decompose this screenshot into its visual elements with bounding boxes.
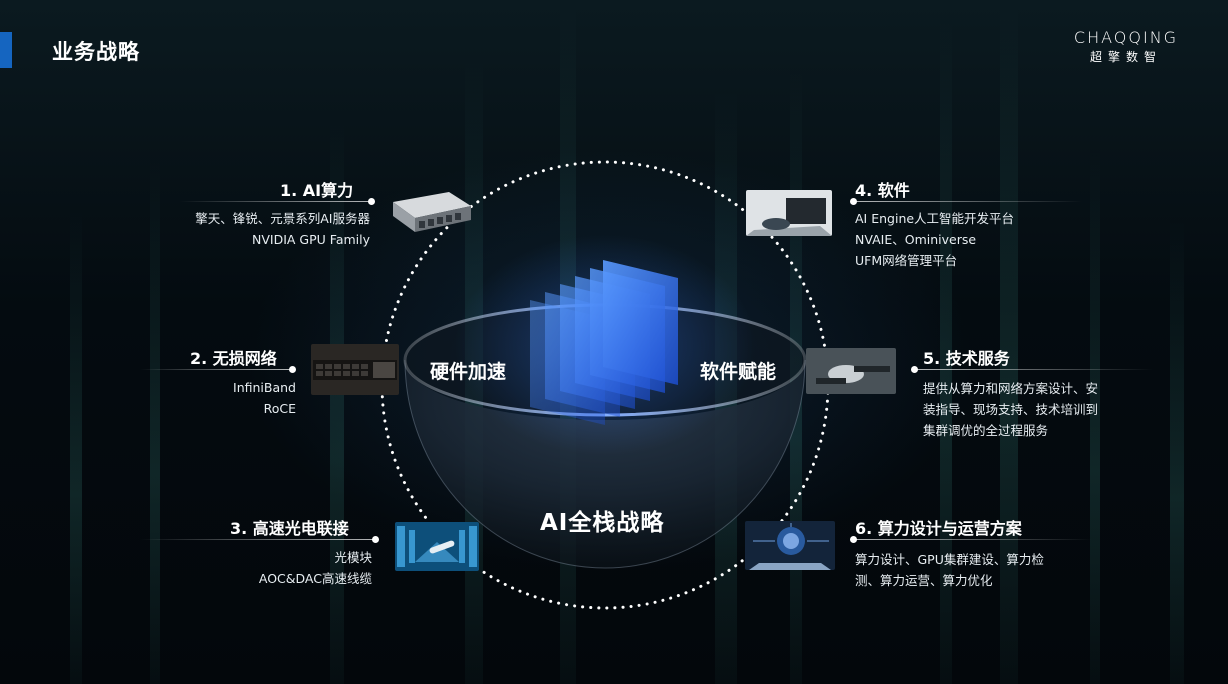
handshake-service-image: [806, 348, 896, 394]
bg-bar: [330, 120, 344, 684]
item-4-line: [856, 201, 1082, 202]
ai-full-stack-label: AI全栈战略: [540, 510, 665, 536]
desc-line: 算力设计、GPU集群建设、算力检: [855, 552, 1044, 567]
desc-line: 提供从算力和网络方案设计、安: [923, 381, 1099, 396]
desc-line: 测、算力运营、算力优化: [855, 573, 993, 588]
item-6-line: [856, 539, 1092, 540]
item-3-desc: 光模块 AOC&DAC高速线缆: [200, 547, 372, 589]
item-6-desc: 算力设计、GPU集群建设、算力检 测、算力运营、算力优化: [855, 549, 1044, 591]
bg-bar: [1170, 220, 1184, 684]
item-2-title: 2. 无损网络: [190, 349, 277, 368]
laptop-typing-image: [746, 190, 832, 236]
item-5-dot: [911, 366, 918, 373]
desc-line: NVAIE、Ominiverse: [855, 232, 977, 247]
item-2-desc: InfiniBand RoCE: [150, 377, 296, 419]
desc-line: InfiniBand: [233, 380, 296, 395]
hardware-acceleration-label: 硬件加速: [430, 361, 507, 383]
cloud-laptop-image: [745, 521, 835, 570]
software-empowerment-label: 软件赋能: [700, 361, 777, 383]
item-3-line: [140, 539, 374, 540]
company-logo: CHAQQING 超擎数智: [1064, 28, 1188, 65]
bg-bar: [1000, 0, 1018, 684]
bg-bar: [1090, 150, 1100, 684]
item-4-desc: AI Engine人工智能开发平台 NVAIE、Ominiverse UFM网络…: [855, 208, 1014, 271]
network-switch-image: [311, 344, 399, 395]
desc-line: UFM网络管理平台: [855, 253, 958, 268]
desc-line: 擎天、锋锐、元景系列AI服务器: [195, 211, 370, 226]
logo-english: CHAQQING: [1073, 28, 1179, 47]
item-5-title: 5. 技术服务: [923, 349, 1010, 368]
layers-icon: [530, 260, 678, 425]
item-1-dot: [368, 198, 375, 205]
item-6-dot: [850, 536, 857, 543]
item-1-desc: 擎天、锋锐、元景系列AI服务器 NVIDIA GPU Family: [150, 208, 370, 250]
item-3-dot: [372, 536, 379, 543]
server-rack-image: [393, 192, 471, 232]
item-4-dot: [850, 198, 857, 205]
item-6-title: 6. 算力设计与运营方案: [855, 519, 1022, 538]
desc-line: AOC&DAC高速线缆: [258, 571, 372, 586]
data-center-cable-image: [395, 522, 479, 571]
item-2-dot: [289, 366, 296, 373]
item-5-desc: 提供从算力和网络方案设计、安 装指导、现场支持、技术培训到 集群调优的全过程服务: [923, 378, 1098, 441]
page-title: 业务战略: [52, 40, 140, 64]
bg-bar: [70, 210, 82, 684]
logo-chinese: 超擎数智: [1089, 50, 1162, 64]
item-3-title: 3. 高速光电联接: [230, 519, 349, 538]
item-4-title: 4. 软件: [855, 181, 910, 200]
item-2-line: [140, 369, 290, 370]
desc-line: 装指导、现场支持、技术培训到: [923, 402, 1099, 417]
bg-bar: [150, 160, 160, 684]
item-1-line: [180, 201, 370, 202]
desc-line: RoCE: [263, 401, 296, 416]
bg-bar: [940, 20, 952, 684]
item-1-title: 1. AI算力: [280, 181, 354, 200]
desc-line: AI Engine人工智能开发平台: [855, 211, 1015, 226]
desc-line: 集群调优的全过程服务: [923, 423, 1049, 438]
desc-line: 光模块: [334, 550, 372, 565]
title-accent-bar: [0, 32, 12, 68]
desc-line: NVIDIA GPU Family: [252, 232, 370, 247]
item-5-line: [917, 369, 1153, 370]
